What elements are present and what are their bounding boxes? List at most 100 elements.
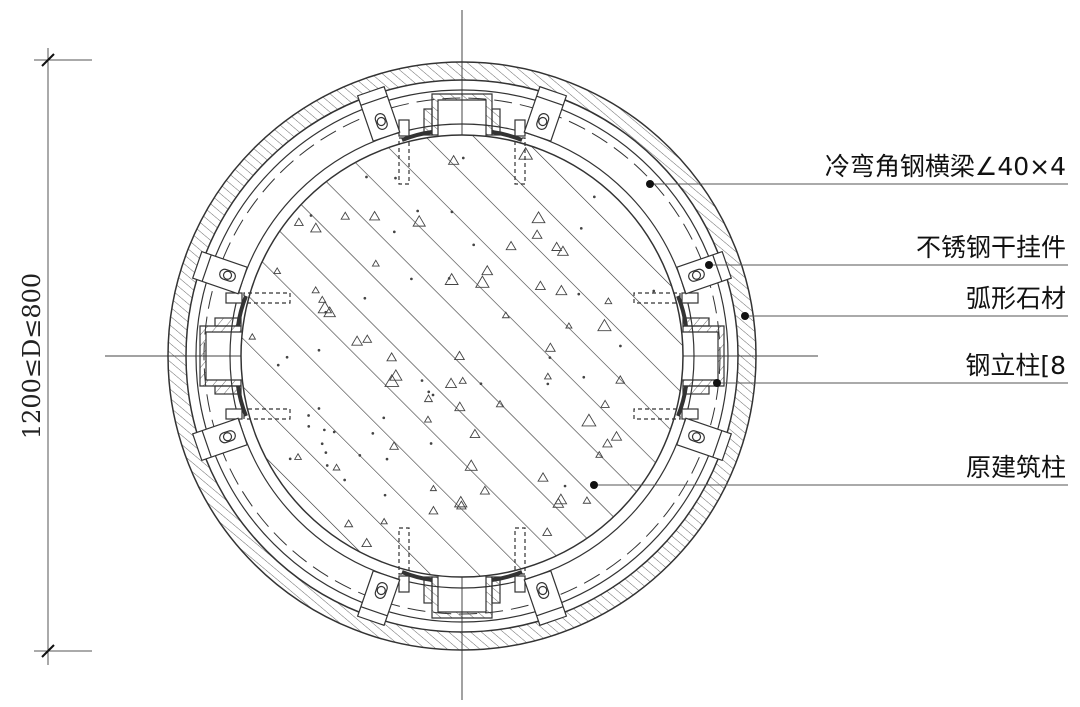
aggregate-mark	[544, 342, 556, 352]
aggregate-mark	[456, 500, 467, 510]
aggregate-mark	[495, 399, 505, 408]
aggregate-mark	[384, 373, 400, 387]
aggregate-dot	[619, 344, 622, 348]
aggregate-dot	[324, 310, 328, 314]
aggregate-mark	[273, 267, 282, 275]
steel-channel-post	[199, 292, 291, 420]
aggregate-mark	[389, 369, 403, 381]
aggregate-mark	[479, 485, 491, 495]
aggregate-mark	[551, 241, 563, 251]
aggregate-mark	[537, 471, 549, 482]
aggregate-dot	[383, 493, 387, 497]
aggregate-mark	[318, 295, 327, 303]
bolt-head	[225, 408, 243, 420]
aggregate-dot	[309, 214, 313, 217]
stainless-hanger	[191, 250, 248, 295]
label-column: 原建筑柱	[966, 453, 1066, 482]
aggregate-dot	[592, 195, 596, 199]
aggregate-mark	[380, 517, 389, 525]
aggregate-mark	[343, 519, 354, 528]
bolt-head	[681, 292, 699, 304]
aggregate-dot	[332, 430, 336, 434]
aggregate-dot	[288, 457, 292, 461]
label-steel-post: 钢立柱[8	[965, 351, 1066, 380]
aggregate-mark	[423, 415, 433, 423]
steel-channel-post	[398, 93, 526, 185]
aggregate-dot	[317, 348, 321, 352]
aggregate-mark	[581, 413, 597, 427]
aggregate-dot	[320, 442, 324, 446]
aggregate-mark	[361, 537, 373, 548]
aggregate-mark	[453, 350, 466, 361]
arc-stone-ring	[167, 61, 757, 651]
aggregate-mark	[454, 401, 466, 412]
steel-channel-post	[633, 292, 725, 420]
stainless-hanger	[523, 85, 568, 142]
aggregate-mark	[600, 399, 611, 408]
aggregate-mark	[464, 459, 478, 471]
aggregate-mark	[429, 484, 438, 492]
aggregate-mark	[293, 452, 303, 460]
aggregate-mark	[531, 211, 546, 224]
aggregate-dot	[365, 175, 368, 179]
stainless-hanger	[676, 417, 733, 462]
stainless-hanger	[356, 570, 401, 627]
aggregate-dot	[394, 176, 397, 180]
bolt	[222, 432, 233, 442]
aggregate-mark	[542, 527, 553, 536]
aggregate-dot	[577, 292, 581, 296]
aggregate-mark	[501, 311, 510, 319]
aggregate-dot	[358, 454, 362, 457]
bolt	[376, 585, 386, 596]
frame-ring-outer	[195, 89, 729, 623]
aggregate-dot	[461, 156, 465, 160]
aggregate-mark	[311, 285, 320, 294]
aggregate-dot	[546, 382, 550, 386]
aggregate-mark	[453, 495, 468, 508]
aggregate-dot	[410, 277, 413, 281]
bolt-head	[225, 292, 243, 304]
label-angle-beam: 冷弯角钢横梁∠40×4	[825, 152, 1066, 181]
aggregate-mark	[389, 441, 400, 450]
aggregate-mark	[428, 505, 439, 515]
aggregate-dot	[317, 407, 321, 410]
stainless-hanger	[676, 250, 733, 295]
aggregate-mark	[505, 240, 517, 251]
bolt	[376, 116, 386, 127]
label-stone: 弧形石材	[966, 284, 1066, 313]
aggregate-mark	[309, 222, 322, 233]
aggregate-mark	[412, 214, 427, 227]
bolt	[538, 116, 548, 127]
aggregate-mark	[597, 318, 612, 332]
aggregate-dot	[382, 416, 386, 420]
aggregate-mark	[543, 372, 552, 380]
aggregate-mark	[604, 297, 613, 305]
steel-channel-post	[398, 527, 526, 619]
aggregate-dot	[307, 414, 310, 417]
aggregate-mark	[534, 280, 547, 290]
aggregate-dot	[420, 379, 424, 382]
aggregate-mark	[554, 493, 568, 505]
aggregate-mark	[475, 275, 490, 288]
aggregate-dot	[427, 390, 431, 394]
aggregate-dot	[429, 442, 433, 445]
aggregate-dot	[276, 363, 280, 367]
aggregate-mark	[332, 463, 341, 471]
bolt-head	[398, 575, 410, 593]
stainless-hanger	[191, 417, 248, 462]
aggregate-mark	[565, 322, 573, 329]
stainless-hanger	[523, 570, 568, 627]
aggregate-dot	[363, 296, 367, 300]
aggregate-dot	[371, 432, 375, 435]
aggregate-dot	[392, 230, 396, 234]
aggregate-mark	[371, 259, 380, 267]
aggregate-dot	[322, 428, 326, 432]
aggregate-mark	[293, 217, 304, 226]
aggregate-mark	[340, 211, 351, 220]
aggregate-dot	[548, 356, 552, 359]
aggregate-dot	[385, 457, 389, 461]
aggregate-dot	[343, 478, 347, 482]
aggregate-mark	[248, 332, 257, 340]
aggregate-dot	[324, 451, 328, 455]
